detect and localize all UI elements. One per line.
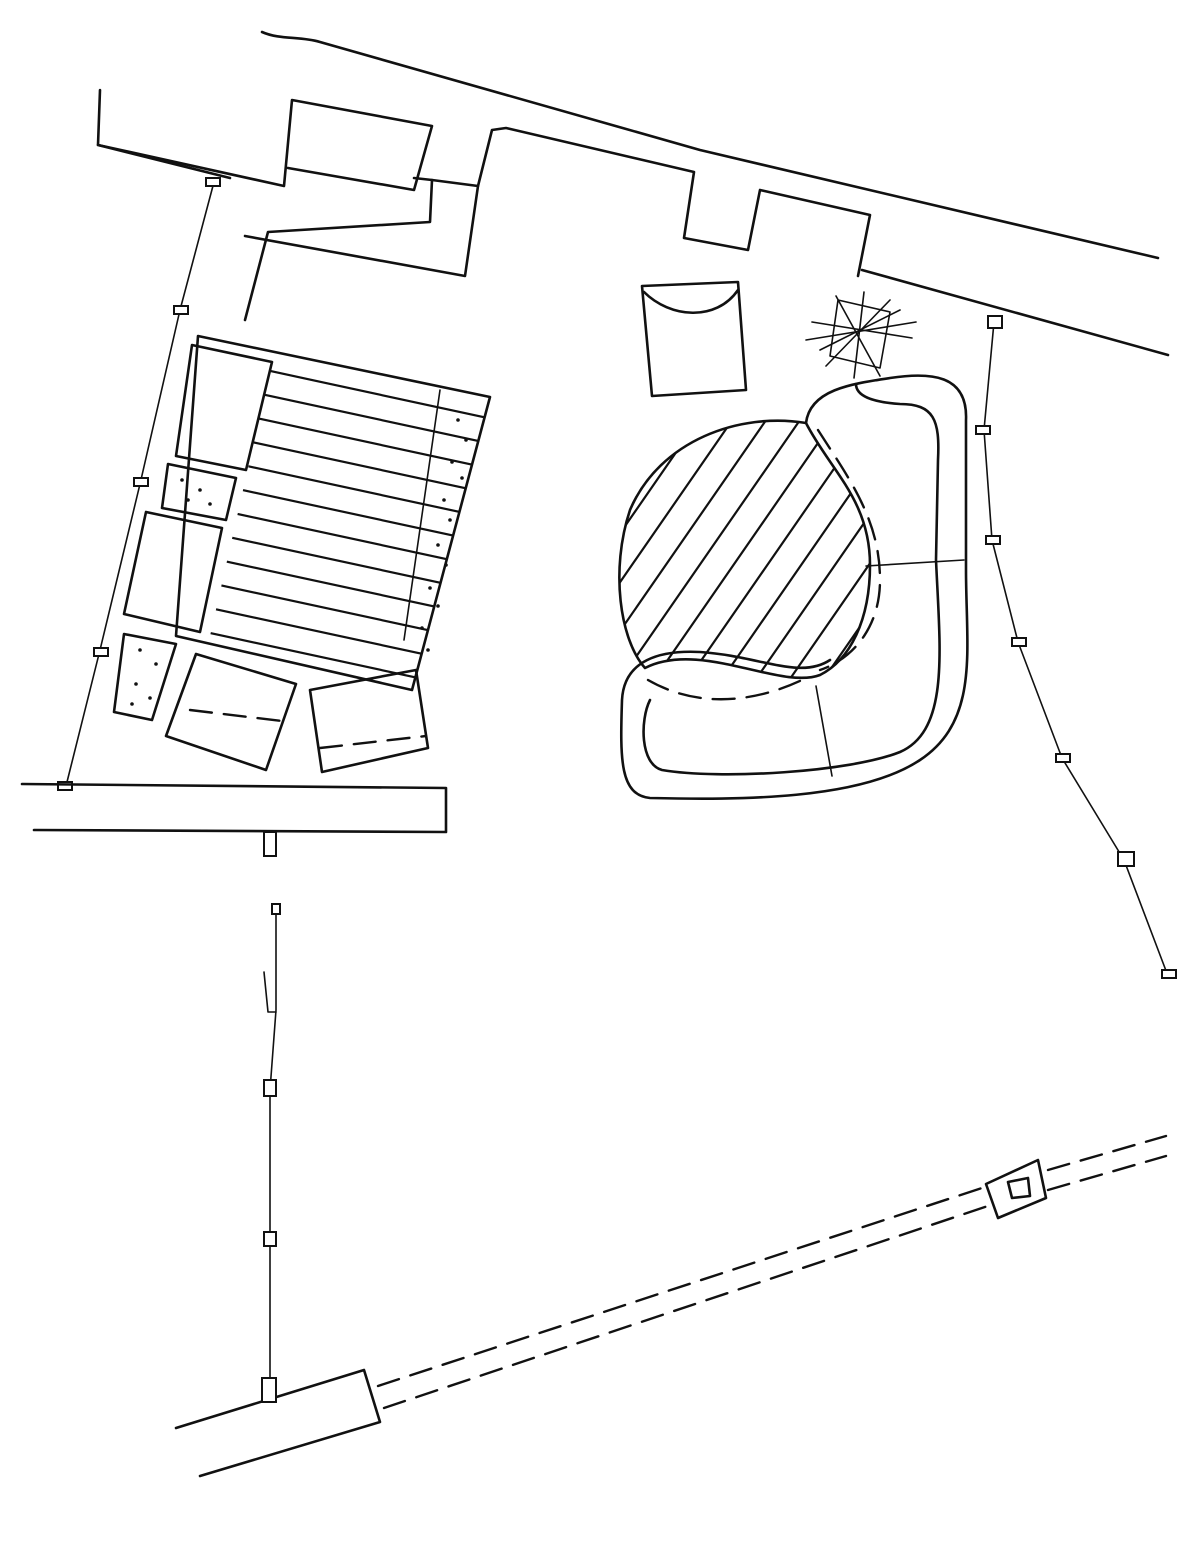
- planter-small-left: [160, 462, 238, 522]
- fence-post: [985, 535, 1001, 545]
- gate-post: [263, 831, 277, 857]
- fence-post: [133, 477, 149, 487]
- tree-symbol: [805, 291, 917, 379]
- fence-post: [271, 903, 281, 915]
- fence-post: [263, 1231, 277, 1247]
- fence-post: [987, 315, 1003, 329]
- bottom-wall: [174, 1368, 382, 1478]
- fence-post: [173, 305, 189, 315]
- curved-path: [619, 374, 969, 800]
- fence-post: [1055, 753, 1071, 763]
- fence-post: [1161, 969, 1177, 979]
- hatched-lawn: [618, 419, 872, 680]
- fence-post: [263, 1079, 277, 1097]
- planter-lower-left: [112, 632, 178, 722]
- fence-post: [57, 781, 73, 791]
- fence-post: [1011, 637, 1027, 647]
- box-bottom-2: [308, 668, 430, 774]
- dashed-path-line: [376, 1134, 1168, 1410]
- planting-dots-left: [130, 478, 212, 706]
- fence-post: [1117, 851, 1135, 867]
- box-upper-left: [174, 343, 274, 472]
- fence-post: [205, 177, 221, 187]
- lower-left-wall: [20, 782, 448, 857]
- gate-post: [261, 1377, 277, 1403]
- top-boundary-line: [260, 30, 1170, 357]
- planting-dots-right: [420, 418, 468, 652]
- left-fence-line: [57, 177, 221, 791]
- right-fence-line: [975, 315, 1177, 979]
- box-middle-left: [122, 510, 224, 634]
- fence-post: [975, 425, 991, 435]
- fence-post: [93, 647, 109, 657]
- upper-left-building: [96, 88, 872, 322]
- middle-fence-line: [263, 903, 281, 1381]
- left-building-block: [112, 334, 492, 774]
- square-marker: [984, 1158, 1048, 1220]
- square-shed: [640, 280, 748, 398]
- box-bottom-1: [164, 652, 298, 772]
